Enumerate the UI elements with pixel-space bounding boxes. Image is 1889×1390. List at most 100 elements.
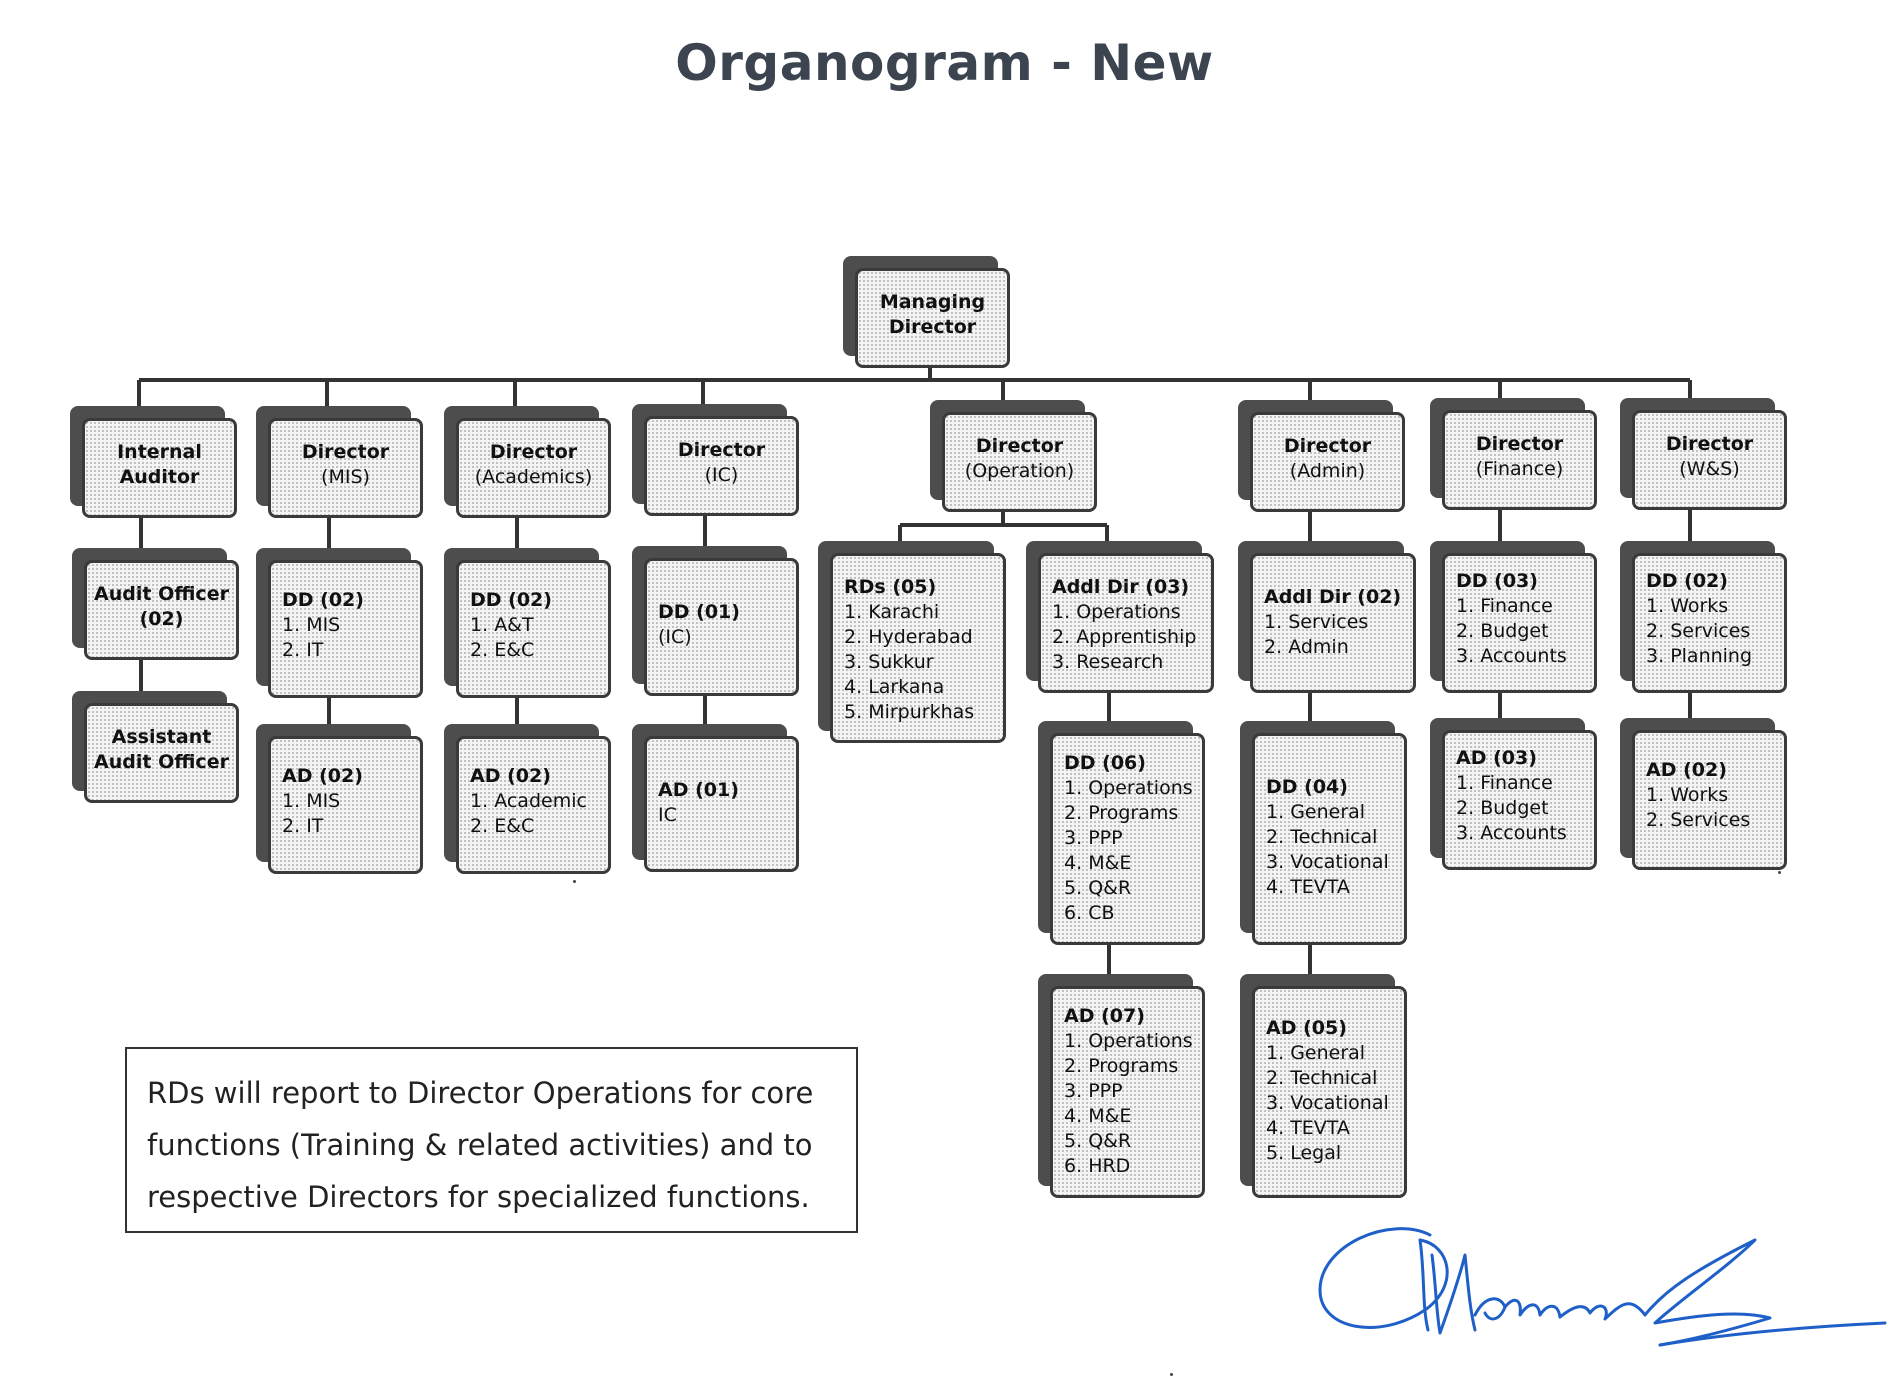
ad-operations-box: AD (07) Operations Programs PPP M&E Q&R … xyxy=(1038,974,1205,1198)
ad-operations-head: AD (07) xyxy=(1064,1005,1145,1027)
dd-admin-item: TEVTA xyxy=(1290,876,1350,898)
director-admin-box: Director (Admin) xyxy=(1238,400,1405,512)
ad-ws-box: AD (02) Works Services xyxy=(1620,718,1787,870)
director-operation-line2: (Operation) xyxy=(964,460,1075,482)
ad-admin-item: Legal xyxy=(1290,1142,1342,1164)
addl-dir-operations-list: Operations Apprentiship Research xyxy=(1052,600,1206,675)
dd-admin-item: General xyxy=(1290,801,1366,823)
director-mis-box: Director (MIS) xyxy=(256,406,423,518)
dd-operations-head: DD (06) xyxy=(1064,752,1146,774)
dd-finance-head: DD (03) xyxy=(1456,570,1538,592)
director-academics-line2: (Academics) xyxy=(474,466,593,488)
dd-admin-item: Vocational xyxy=(1290,851,1389,873)
ad-finance-item: Budget xyxy=(1480,797,1549,819)
dd-academics-box: DD (02) A&T E&C xyxy=(444,548,611,698)
dd-ws-list: Works Services Planning xyxy=(1646,594,1779,669)
ad-mis-list: MIS IT xyxy=(282,789,415,839)
dd-academics-list: A&T E&C xyxy=(470,613,603,663)
ad-ws-item: Services xyxy=(1670,809,1751,831)
director-finance-line1: Director xyxy=(1475,433,1564,455)
managing-director-box: Managing Director xyxy=(843,256,1010,368)
rds-list: Karachi Hyderabad Sukkur Larkana Mirpurk… xyxy=(844,600,998,725)
rds-head: RDs (05) xyxy=(844,576,937,598)
dd-ws-item: Services xyxy=(1670,620,1751,642)
director-mis-line2: (MIS) xyxy=(321,466,370,488)
internal-auditor-line2: Auditor xyxy=(119,466,200,488)
dd-finance-list: Finance Budget Accounts xyxy=(1456,594,1589,669)
ad-admin-item: Vocational xyxy=(1290,1092,1389,1114)
director-operation-box: Director (Operation) xyxy=(930,400,1097,512)
dd-finance-item: Accounts xyxy=(1480,645,1567,667)
ad-mis-item: IT xyxy=(306,815,324,837)
dd-admin-head: DD (04) xyxy=(1266,776,1348,798)
ad-academics-list: Academic E&C xyxy=(470,789,603,839)
audit-officer-line1: Audit Officer xyxy=(94,583,229,605)
dd-operations-item: Programs xyxy=(1088,802,1179,824)
dd-academics-head: DD (02) xyxy=(470,589,552,611)
dd-operations-item: Operations xyxy=(1088,777,1193,799)
ad-academics-head: AD (02) xyxy=(470,765,551,787)
ad-ws-list: Works Services xyxy=(1646,783,1779,833)
dd-ic-head: DD (01) xyxy=(658,601,740,623)
ad-operations-list: Operations Programs PPP M&E Q&R HRD xyxy=(1064,1029,1197,1179)
ad-operations-item: HRD xyxy=(1088,1155,1131,1177)
ad-admin-head: AD (05) xyxy=(1266,1017,1347,1039)
ad-ws-item: Works xyxy=(1670,784,1729,806)
ad-academics-box: AD (02) Academic E&C xyxy=(444,724,611,874)
addl-dir-operations-item: Apprentiship xyxy=(1076,626,1197,648)
addl-dir-admin-item: Services xyxy=(1288,611,1369,633)
dd-ws-item: Works xyxy=(1670,595,1729,617)
ad-admin-list: General Technical Vocational TEVTA Legal xyxy=(1266,1041,1399,1166)
managing-director-line2: Director xyxy=(888,316,977,338)
ad-operations-item: Operations xyxy=(1088,1030,1193,1052)
handwritten-signature xyxy=(1318,1227,1887,1347)
ad-ic-head: AD (01) xyxy=(658,779,739,801)
addl-dir-admin-box: Addl Dir (02) Services Admin xyxy=(1238,541,1416,693)
rds-item: Sukkur xyxy=(868,651,934,673)
ad-ic-box: AD (01) IC xyxy=(632,724,799,872)
director-ic-box: Director (IC) xyxy=(632,404,799,516)
note-line-3: respective Directors for specialized fun… xyxy=(147,1180,810,1214)
addl-dir-admin-list: Services Admin xyxy=(1264,610,1408,660)
dd-ic-sub: (IC) xyxy=(658,626,692,648)
dd-mis-list: MIS IT xyxy=(282,613,415,663)
reporting-note: RDs will report to Director Operations f… xyxy=(125,1047,858,1233)
ad-admin-box: AD (05) General Technical Vocational TEV… xyxy=(1240,974,1407,1198)
director-academics-box: Director (Academics) xyxy=(444,406,611,518)
dd-academics-item: A&T xyxy=(494,614,534,636)
rds-item: Karachi xyxy=(868,601,940,623)
dd-finance-item: Budget xyxy=(1480,620,1549,642)
ad-operations-item: M&E xyxy=(1088,1105,1132,1127)
scan-speck xyxy=(573,880,576,883)
director-admin-line2: (Admin) xyxy=(1289,460,1366,482)
audit-officer-line2: (02) xyxy=(139,608,184,630)
dd-admin-item: Technical xyxy=(1290,826,1378,848)
dd-operations-item: M&E xyxy=(1088,852,1132,874)
director-academics-line1: Director xyxy=(489,441,578,463)
rds-box: RDs (05) Karachi Hyderabad Sukkur Larkan… xyxy=(818,541,1006,743)
audit-officer-box: Audit Officer (02) xyxy=(72,548,239,660)
ad-academics-item: E&C xyxy=(494,815,535,837)
assistant-audit-officer-box: Assistant Audit Officer xyxy=(72,691,239,803)
addl-dir-operations-item: Research xyxy=(1076,651,1164,673)
note-line-1: RDs will report to Director Operations f… xyxy=(147,1076,814,1110)
dd-operations-item: PPP xyxy=(1088,827,1123,849)
rds-item: Mirpurkhas xyxy=(868,701,975,723)
dd-mis-item: MIS xyxy=(306,614,341,636)
ad-finance-box: AD (03) Finance Budget Accounts xyxy=(1430,718,1597,870)
ad-ic-sub: IC xyxy=(658,804,677,826)
assistant-audit-officer-line1: Assistant xyxy=(111,726,212,748)
ad-admin-item: Technical xyxy=(1290,1067,1378,1089)
rds-item: Larkana xyxy=(868,676,945,698)
dd-operations-item: CB xyxy=(1088,902,1115,924)
ad-ws-head: AD (02) xyxy=(1646,759,1727,781)
managing-director-line1: Managing xyxy=(879,291,986,313)
assistant-audit-officer-line2: Audit Officer xyxy=(94,751,229,773)
director-ws-line1: Director xyxy=(1665,433,1754,455)
note-line-2: functions (Training & related activities… xyxy=(147,1128,813,1162)
ad-mis-item: MIS xyxy=(306,790,341,812)
director-mis-line1: Director xyxy=(301,441,390,463)
director-ic-line1: Director xyxy=(677,439,766,461)
director-ic-line2: (IC) xyxy=(704,464,739,486)
